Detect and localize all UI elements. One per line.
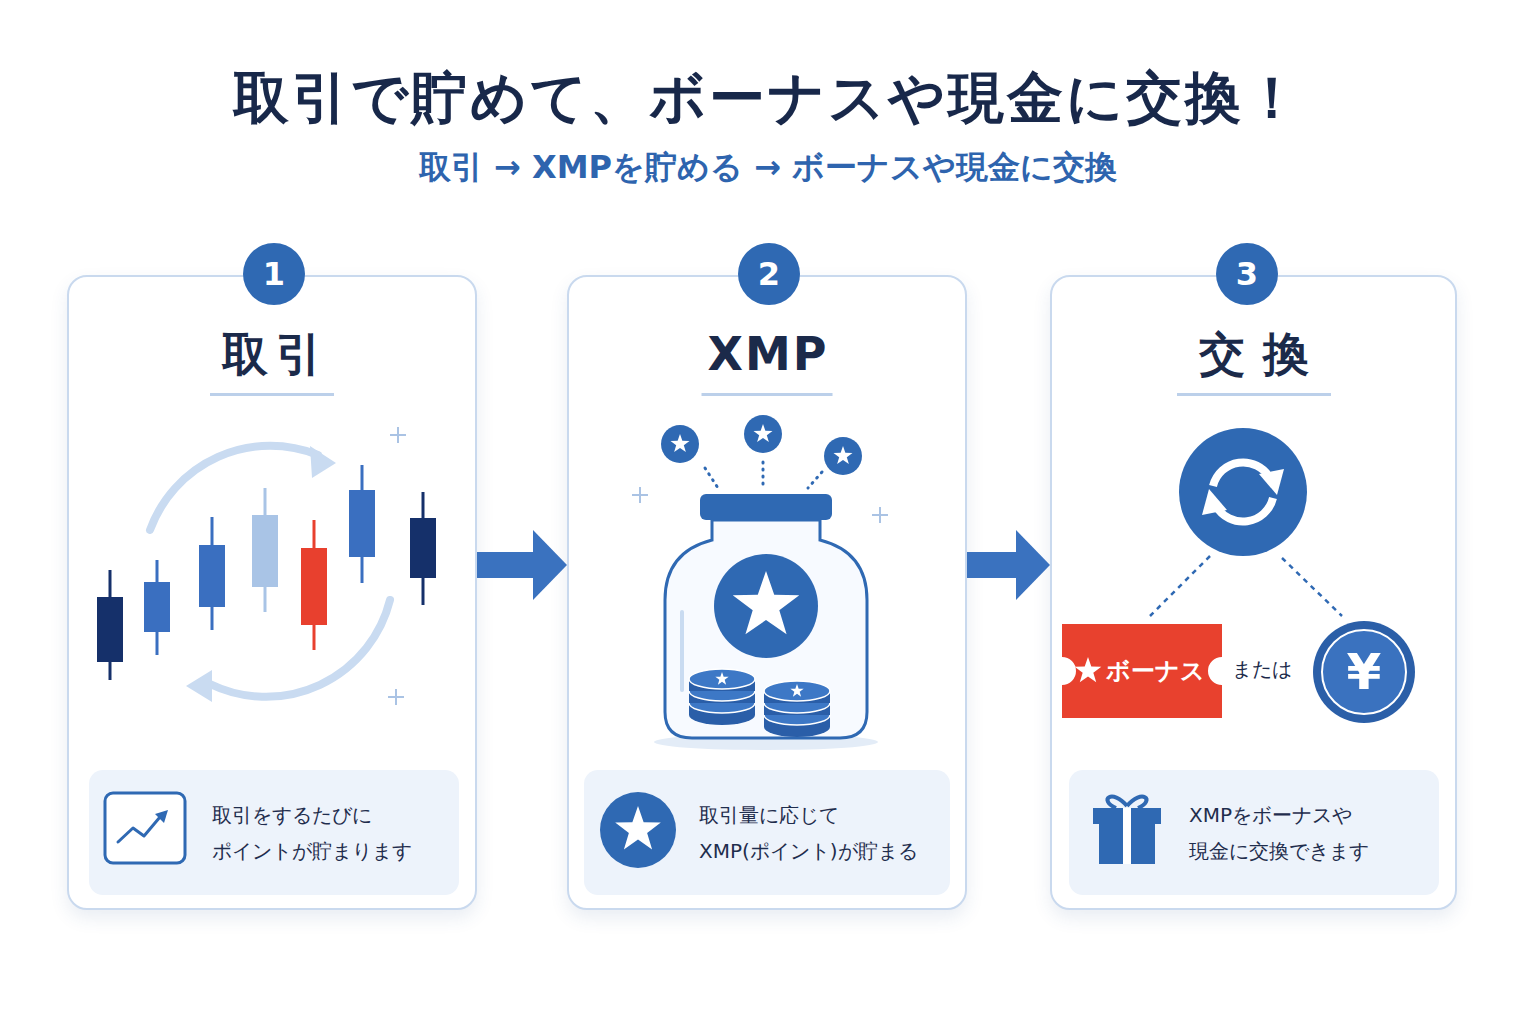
currency-symbol: ¥	[1312, 620, 1416, 724]
diagram-title: 取引で貯めて、ボーナスや現金に交換！	[0, 60, 1536, 136]
description-text: 取引量に応じて XMP(ポイント)が貯まる	[699, 797, 969, 869]
flow-arrow	[477, 552, 533, 578]
bonus-ticket: ボーナス	[1062, 624, 1222, 718]
or-label: または	[1222, 656, 1302, 683]
card-heading: XMP	[702, 325, 833, 396]
card-heading: 交換	[1177, 325, 1331, 396]
ticket-star	[1075, 657, 1102, 682]
flow-subtitle: 取引 → XMPを貯める → ボーナスや現金に交換	[0, 146, 1536, 190]
step-number-badge: 3	[1215, 242, 1279, 306]
description-box: XMPをボーナスや 現金に交換できます	[1069, 770, 1439, 895]
step-card: 取引1取引をするたびに ポイントが貯まります	[67, 275, 477, 910]
badge-circle	[243, 243, 305, 305]
step-number: 2	[737, 242, 801, 306]
coin-rim	[1313, 621, 1415, 723]
step-card: 交換3ボーナス¥XMPをボーナスや 現金に交換できます	[1050, 275, 1457, 910]
ticket-shape	[1062, 624, 1222, 718]
flow-arrow	[967, 552, 1016, 578]
description-box: 取引をするたびに ポイントが貯まります	[89, 770, 459, 895]
step-card: XMP2取引量に応じて XMP(ポイント)が貯まる	[567, 275, 967, 910]
card-heading: 取引	[210, 325, 334, 396]
description-text: 取引をするたびに ポイントが貯まります	[212, 797, 482, 869]
description-box: 取引量に応じて XMP(ポイント)が貯まる	[584, 770, 950, 895]
step-number-badge: 2	[737, 242, 801, 306]
step-number: 3	[1215, 242, 1279, 306]
yen-coin: ¥	[1312, 620, 1416, 724]
step-number-badge: 1	[242, 242, 306, 306]
badge-circle	[738, 243, 800, 305]
badge-circle	[1216, 243, 1278, 305]
description-text: XMPをボーナスや 現金に交換できます	[1189, 797, 1459, 869]
step-number: 1	[242, 242, 306, 306]
bonus-text: ボーナス	[1106, 655, 1205, 687]
